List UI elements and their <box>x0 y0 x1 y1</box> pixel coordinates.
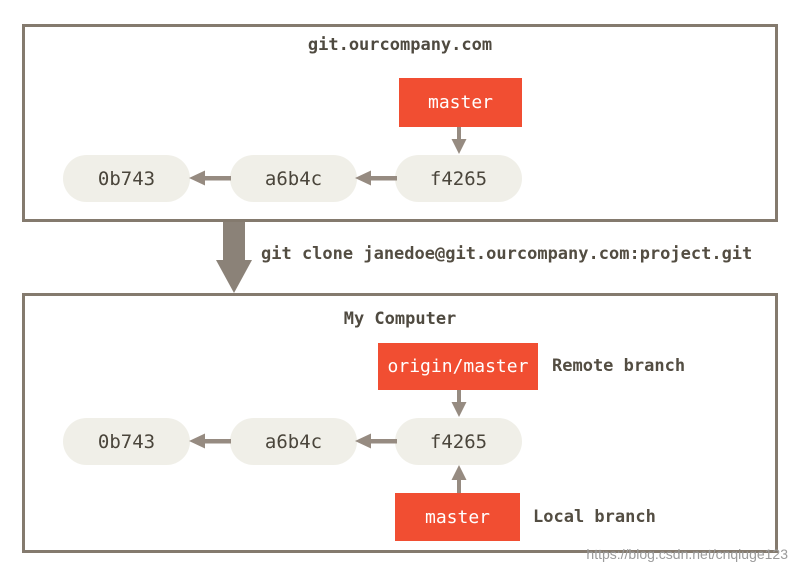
arrow-local-a6b4c-to-0b743-icon <box>189 433 231 449</box>
remote-master-branch-tag: master <box>399 78 522 127</box>
csdn-watermark: https://blog.csdn.net/cnqiuge123 <box>586 546 788 562</box>
arrow-local-master-to-commit-icon <box>451 465 467 493</box>
local-repo-box <box>22 293 778 553</box>
arrow-clone-download-icon <box>216 222 252 293</box>
arrow-local-f4265-to-a6b4c-icon <box>355 433 397 449</box>
remote-commit-0b743: 0b743 <box>63 155 190 202</box>
local-repo-title: My Computer <box>343 309 457 329</box>
clone-command-text: git clone janedoe@git.ourcompany.com:pro… <box>261 244 753 264</box>
local-commit-a6b4c: a6b4c <box>230 418 357 465</box>
origin-master-branch-tag: origin/master <box>378 343 538 390</box>
arrow-remote-master-to-commit-icon <box>451 127 467 154</box>
remote-branch-annotation: Remote branch <box>552 356 686 376</box>
local-commit-0b743: 0b743 <box>63 418 190 465</box>
remote-repo-box <box>22 24 778 222</box>
local-branch-annotation: Local branch <box>533 507 656 527</box>
remote-repo-title: git.ourcompany.com <box>307 35 493 55</box>
arrow-remote-f4265-to-a6b4c-icon <box>355 170 397 186</box>
local-master-branch-tag: master <box>395 493 520 541</box>
remote-commit-a6b4c: a6b4c <box>230 155 357 202</box>
arrow-origin-master-to-commit-icon <box>451 390 467 417</box>
local-commit-f4265: f4265 <box>395 418 522 465</box>
arrow-remote-a6b4c-to-0b743-icon <box>189 170 231 186</box>
remote-commit-f4265: f4265 <box>395 155 522 202</box>
